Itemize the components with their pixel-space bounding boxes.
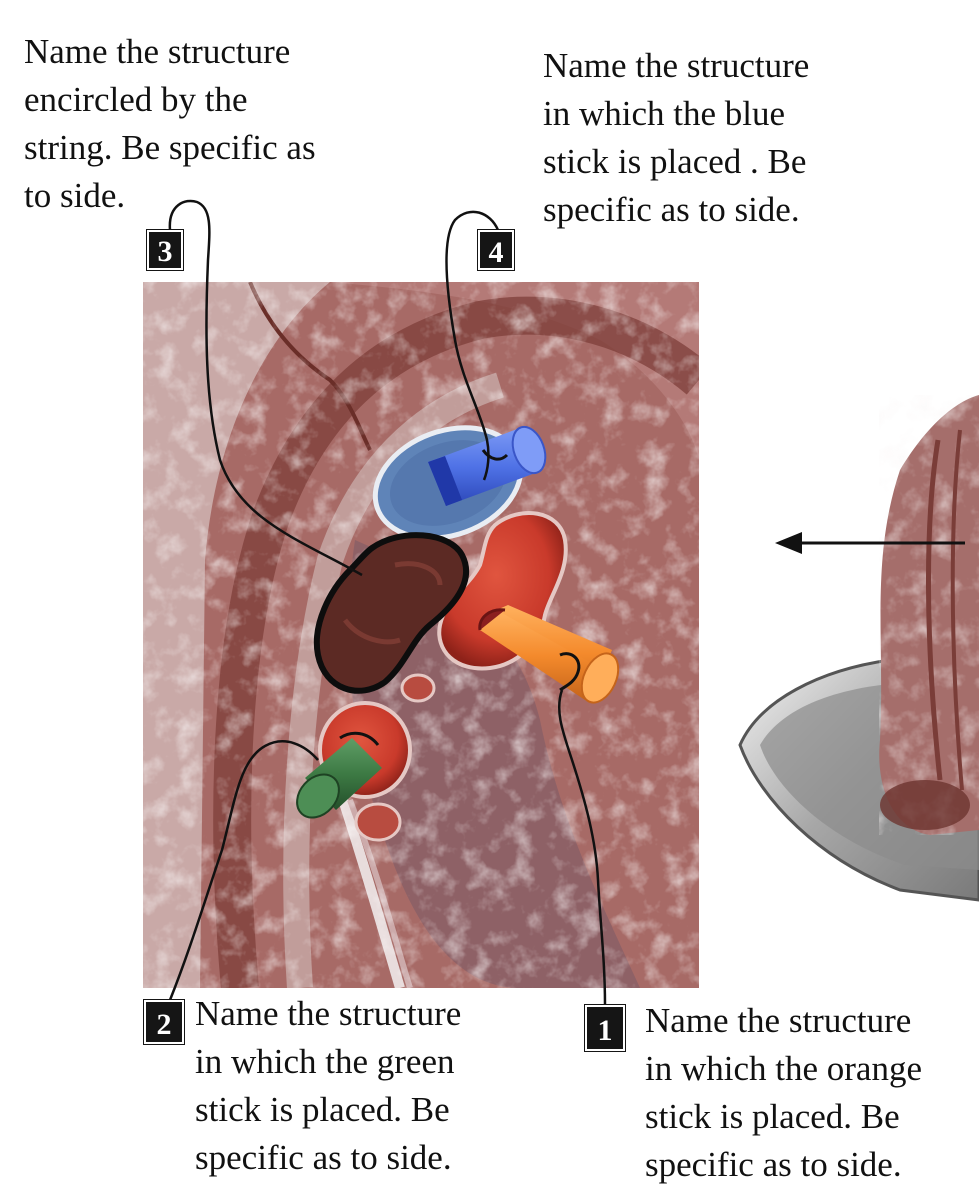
label-badge-4: 4 xyxy=(477,229,515,271)
label-badge-2: 2 xyxy=(143,999,185,1045)
label-badge-3: 3 xyxy=(146,229,184,271)
string-1 xyxy=(558,689,607,1006)
lung-on-tray xyxy=(738,395,979,902)
green-stick xyxy=(296,738,382,819)
pointer-strings xyxy=(168,199,607,1006)
string-2 xyxy=(168,740,319,1001)
question-4-text: Name the structure in which the blue sti… xyxy=(543,46,810,229)
label-badge-1: 1 xyxy=(584,1004,626,1052)
orange-stick xyxy=(478,605,620,704)
left-arrow-icon xyxy=(775,532,965,554)
blue-stick xyxy=(428,425,547,506)
question-2-text: Name the structure in which the green st… xyxy=(195,994,462,1177)
hilum-specimen xyxy=(143,282,699,988)
encircled-bronchus xyxy=(313,532,470,694)
question-1-text: Name the structure in which the orange s… xyxy=(645,1001,922,1184)
string-3 xyxy=(168,199,363,577)
string-4 xyxy=(445,210,500,481)
question-3-text: Name the structure encircled by the stri… xyxy=(24,32,316,215)
